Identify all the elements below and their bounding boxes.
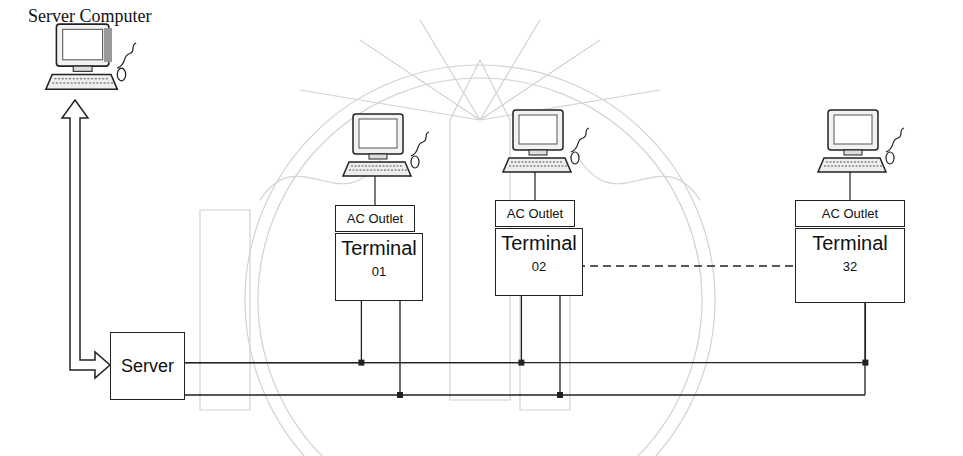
junction-dot: [862, 360, 868, 366]
box-text: 02: [532, 259, 546, 274]
box-text: Terminal: [812, 232, 888, 255]
box-text: AC Outlet: [347, 211, 403, 226]
server-box: Server: [110, 332, 185, 400]
box-text: AC Outlet: [507, 206, 563, 221]
terminal-box: Terminal 01: [335, 233, 423, 301]
caption-label: Server Computer: [28, 6, 151, 27]
terminal-box: Terminal 32: [795, 228, 905, 303]
outlet-box: AC Outlet: [795, 200, 905, 227]
box-text: AC Outlet: [822, 206, 878, 221]
bus-connector: [185, 296, 521, 363]
box-text: Server: [121, 356, 174, 377]
box-text: 01: [372, 264, 386, 279]
box-text: 32: [843, 259, 857, 274]
terminal-box: Terminal 02: [495, 228, 583, 296]
outlet-box: AC Outlet: [495, 200, 575, 227]
bus-connector: [185, 301, 361, 363]
box-text: Terminal: [341, 237, 417, 260]
bus-connector: [185, 303, 865, 363]
box-text: Terminal: [501, 232, 577, 255]
outlet-box: AC Outlet: [335, 205, 415, 232]
